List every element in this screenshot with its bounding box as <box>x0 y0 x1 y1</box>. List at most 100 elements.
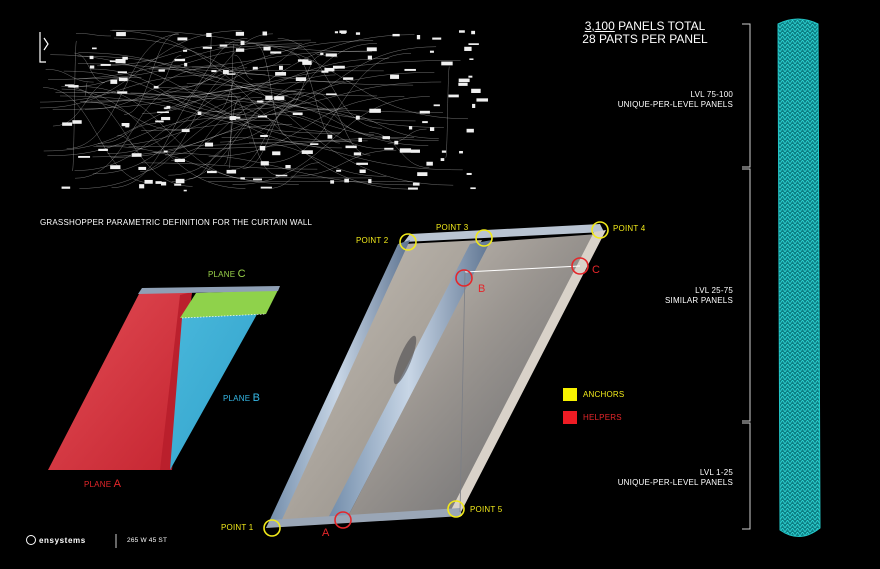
level-middle-label: LVL 25-75 SIMILAR PANELS <box>665 286 733 306</box>
gh-node <box>275 174 288 177</box>
gh-node <box>320 52 324 55</box>
gh-node <box>292 112 303 116</box>
parts-per-panel: 28 PARTS PER PANEL <box>582 32 708 46</box>
helper-point-a <box>334 511 352 529</box>
logo-text: ensystems <box>39 535 86 545</box>
footer-address: 265 W 45 ST <box>127 537 168 544</box>
gh-node <box>355 32 361 35</box>
gh-node <box>321 70 329 73</box>
gh-node <box>223 69 229 75</box>
gh-wire <box>235 70 384 72</box>
level-upper-desc: UNIQUE-PER-LEVEL PANELS <box>617 100 733 109</box>
gh-node <box>117 71 127 74</box>
gh-node <box>343 77 354 80</box>
gh-node <box>260 134 268 138</box>
point-3-text: POINT 3 <box>436 223 469 232</box>
level-upper-label: LVL 75-100 UNIQUE-PER-LEVEL PANELS <box>618 90 733 110</box>
gh-node <box>334 31 339 34</box>
gh-node <box>426 161 433 166</box>
gh-wire <box>141 64 291 114</box>
gh-wire <box>75 33 111 37</box>
gh-node <box>166 105 171 109</box>
gh-wire <box>79 86 262 182</box>
gh-node <box>344 178 349 183</box>
glass-reflection <box>393 335 417 385</box>
level-middle-range: LVL 25-75 <box>695 286 733 295</box>
gh-wire <box>232 81 442 110</box>
gh-node <box>260 161 269 166</box>
tower-outline <box>777 18 821 537</box>
panel-bottom-rail <box>266 508 462 528</box>
planes-diagram <box>48 286 280 470</box>
gh-wire <box>47 117 227 156</box>
gh-node <box>138 166 147 170</box>
total-panels-count: 3,100 <box>584 19 615 33</box>
point-2-text: POINT 2 <box>356 236 389 245</box>
gh-node <box>183 49 188 52</box>
gh-wire <box>216 69 244 112</box>
gh-wire <box>96 145 299 185</box>
panel-right-frame <box>450 230 606 514</box>
gh-node <box>327 134 333 139</box>
gh-node <box>125 125 130 128</box>
gh-node <box>448 94 459 98</box>
gh-node <box>384 147 394 150</box>
plane-a-letter: A <box>113 478 122 490</box>
gh-node <box>339 30 347 34</box>
gh-wire <box>92 72 435 158</box>
gh-node <box>174 58 186 62</box>
gh-node <box>274 96 285 100</box>
gh-node <box>121 123 130 127</box>
panel-left-glass <box>274 240 482 524</box>
gh-node <box>89 55 94 60</box>
bracket-upper <box>742 23 751 168</box>
gh-wire <box>228 43 235 169</box>
point-5-label: POINT 5 <box>470 505 502 514</box>
gh-wire <box>217 43 303 48</box>
gh-node <box>404 68 416 71</box>
gh-node <box>259 146 266 151</box>
gh-node <box>399 148 412 153</box>
gh-node <box>270 51 282 54</box>
gh-node <box>297 59 309 62</box>
gh-node <box>257 100 264 103</box>
gh-node <box>144 179 153 184</box>
gh-wire <box>75 85 188 179</box>
gh-wire <box>77 63 378 97</box>
panel-right-glass <box>346 234 598 520</box>
point-4-text: POINT 4 <box>613 224 646 233</box>
gh-wire <box>50 54 352 142</box>
gh-node <box>471 30 476 35</box>
gh-node <box>61 186 71 189</box>
gh-wire <box>40 75 207 103</box>
gh-node <box>70 85 79 88</box>
gh-node <box>367 55 372 60</box>
point-1-label: POINT 1 <box>221 523 253 532</box>
gh-node <box>325 53 337 57</box>
gh-node <box>161 116 171 121</box>
gh-node <box>464 46 472 51</box>
gh-node <box>410 149 420 153</box>
plane-c-label: PLANE C <box>208 268 246 280</box>
plane-c-letter: C <box>237 268 246 280</box>
gh-node <box>441 150 447 153</box>
gh-wire <box>249 142 387 177</box>
gh-wire <box>220 43 377 143</box>
gh-node <box>153 86 159 89</box>
plane-c-prefix: PLANE <box>208 270 238 279</box>
gh-node <box>78 155 91 158</box>
gh-wire <box>43 96 241 152</box>
panel-left-frame <box>266 240 410 528</box>
anchor-point-1 <box>263 519 281 537</box>
gh-node <box>285 164 291 169</box>
helper-markers <box>334 257 589 529</box>
gh-node <box>468 75 473 78</box>
gh-node <box>235 31 245 36</box>
legend-helpers-label: HELPERS <box>583 413 622 422</box>
point-4-label: POINT 4 <box>613 224 645 233</box>
legend-anchors-swatch <box>563 388 577 401</box>
gh-wire <box>117 135 143 149</box>
gh-wire <box>61 86 193 187</box>
gh-wire <box>84 82 88 97</box>
